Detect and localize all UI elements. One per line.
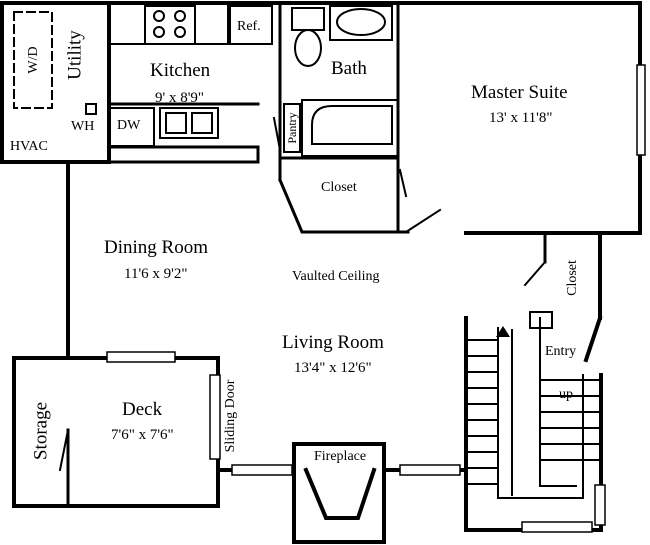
living-room-dimensions: 13'4" x 12'6" [294,360,372,376]
kitchen-dimensions: 9' x 8'9" [155,90,205,106]
hvac-label: HVAC [10,139,48,154]
entry-label: Entry [545,344,577,359]
bath-label: Bath [331,58,367,79]
pantry-label: Pantry [285,112,299,144]
bath-fixtures [283,5,399,157]
storage-label: Storage [30,401,52,461]
deck-label: Deck [122,399,163,420]
utility-label: Utility [64,30,86,80]
stair-arrow [496,326,510,337]
windows [106,64,646,533]
water-heater-label: WH [71,119,95,134]
dishwasher-label: DW [117,118,141,133]
refrigerator-label: Ref. [237,19,261,34]
staircase [465,311,602,499]
fireplace-hearth [303,467,377,520]
kitchen-fixtures [85,3,273,147]
sliding-door-label: Sliding Door [223,379,238,453]
deck-dimensions: 7'6" x 7'6" [111,427,174,443]
stairs-up-label: up [559,387,573,402]
bath-closet-label: Closet [321,180,357,195]
master-suite-label: Master Suite [471,82,568,103]
door-swings [58,116,547,472]
washer-dryer-label: W/D [26,46,41,74]
fireplace-label: Fireplace [314,449,367,464]
master-suite-dimensions: 13' x 11'8" [489,110,553,126]
entry-closet-label: Closet [565,260,580,296]
living-room-label: Living Room [282,332,384,353]
kitchen-label: Kitchen [150,60,211,81]
dining-room-dimensions: 11'6 x 9'2" [124,266,188,282]
washer-dryer-outline [13,11,53,109]
vaulted-ceiling-label: Vaulted Ceiling [292,269,380,284]
dining-room-label: Dining Room [104,237,208,258]
